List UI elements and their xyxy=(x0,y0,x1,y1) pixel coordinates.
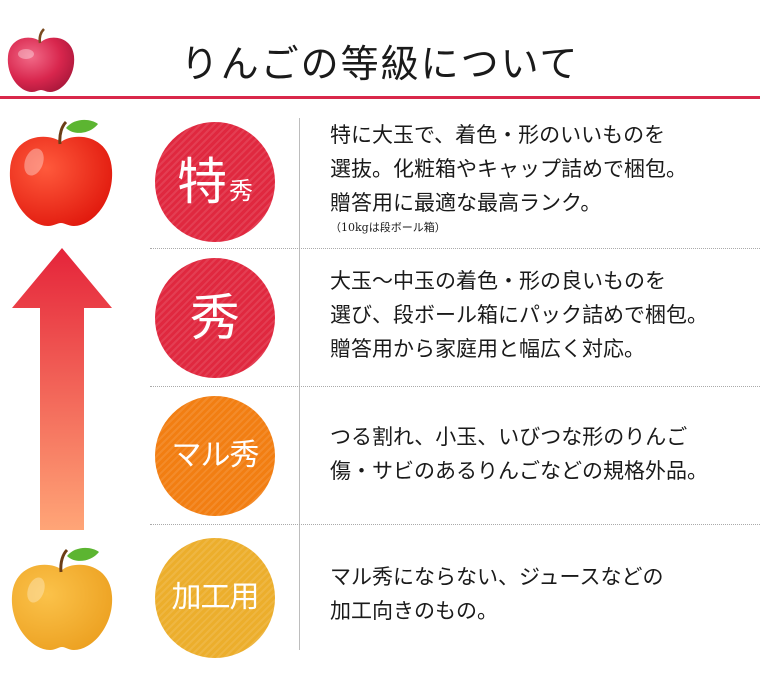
row-separator xyxy=(150,524,760,525)
description-line: 選抜。化粧箱やキャップ詰めで梱包。 xyxy=(330,157,687,181)
badge-main-text: 秀 xyxy=(190,289,240,347)
page-title: りんごの等級について xyxy=(180,42,580,86)
grade-badge-tokushu: 特秀 xyxy=(155,122,275,242)
grade-row-kakoyo: 加工用 マル秀にならない、ジュースなどの 加工向きのもの。 xyxy=(150,526,760,660)
description-line: 贈答用から家庭用と幅広く対応。 xyxy=(330,337,645,361)
pink-apple-icon xyxy=(7,28,75,92)
row-separator xyxy=(150,248,760,249)
grade-description: 大玉〜中玉の着色・形の良いものを 選び、段ボール箱にパック詰めで梱包。 贈答用か… xyxy=(330,264,760,366)
column-divider xyxy=(299,118,300,650)
red-apple-icon xyxy=(9,119,113,226)
description-line: マル秀にならない、ジュースなどの xyxy=(330,565,664,589)
row-separator xyxy=(150,386,760,387)
yellow-apple-icon xyxy=(11,547,113,650)
badge-sub-text: 秀 xyxy=(229,177,253,205)
grade-row-marushu: マル秀 つる割れ、小玉、いびつな形のりんご 傷・サビのあるりんごなどの規格外品。 xyxy=(150,388,760,524)
grade-badge-marushu: マル秀 xyxy=(155,396,275,516)
grade-row-shu: 秀 大玉〜中玉の着色・形の良いものを 選び、段ボール箱にパック詰めで梱包。 贈答… xyxy=(150,250,760,386)
badge-main-text: 加工用 xyxy=(171,580,260,615)
description-line: 選び、段ボール箱にパック詰めで梱包。 xyxy=(330,303,708,327)
badge-main-text: 特 xyxy=(177,153,227,211)
header-divider xyxy=(0,96,760,99)
grade-row-tokushu: 特秀 特に大玉で、着色・形のいいものを 選抜。化粧箱やキャップ詰めで梱包。 贈答… xyxy=(150,118,760,248)
up-arrow-gradient-icon xyxy=(12,248,112,530)
header: りんごの等級について xyxy=(0,0,760,100)
description-line: 加工向きのもの。 xyxy=(330,599,498,623)
grade-description: 特に大玉で、着色・形のいいものを 選抜。化粧箱やキャップ詰めで梱包。 贈答用に最… xyxy=(330,118,760,236)
description-note: （10kgは段ボール箱） xyxy=(330,221,446,234)
description-line: 傷・サビのあるりんごなどの規格外品。 xyxy=(330,459,708,483)
grade-description: マル秀にならない、ジュースなどの 加工向きのもの。 xyxy=(330,560,760,628)
description-line: つる割れ、小玉、いびつな形のりんご xyxy=(330,425,688,449)
grade-badge-kakoyo: 加工用 xyxy=(155,538,275,658)
description-line: 贈答用に最適な最高ランク。 xyxy=(330,191,602,215)
badge-main-text: マル秀 xyxy=(171,438,260,473)
description-line: 特に大玉で、着色・形のいいものを xyxy=(330,123,666,147)
description-line: 大玉〜中玉の着色・形の良いものを xyxy=(330,269,666,293)
grade-description: つる割れ、小玉、いびつな形のりんご 傷・サビのあるりんごなどの規格外品。 xyxy=(330,420,760,488)
grade-badge-shu: 秀 xyxy=(155,258,275,378)
